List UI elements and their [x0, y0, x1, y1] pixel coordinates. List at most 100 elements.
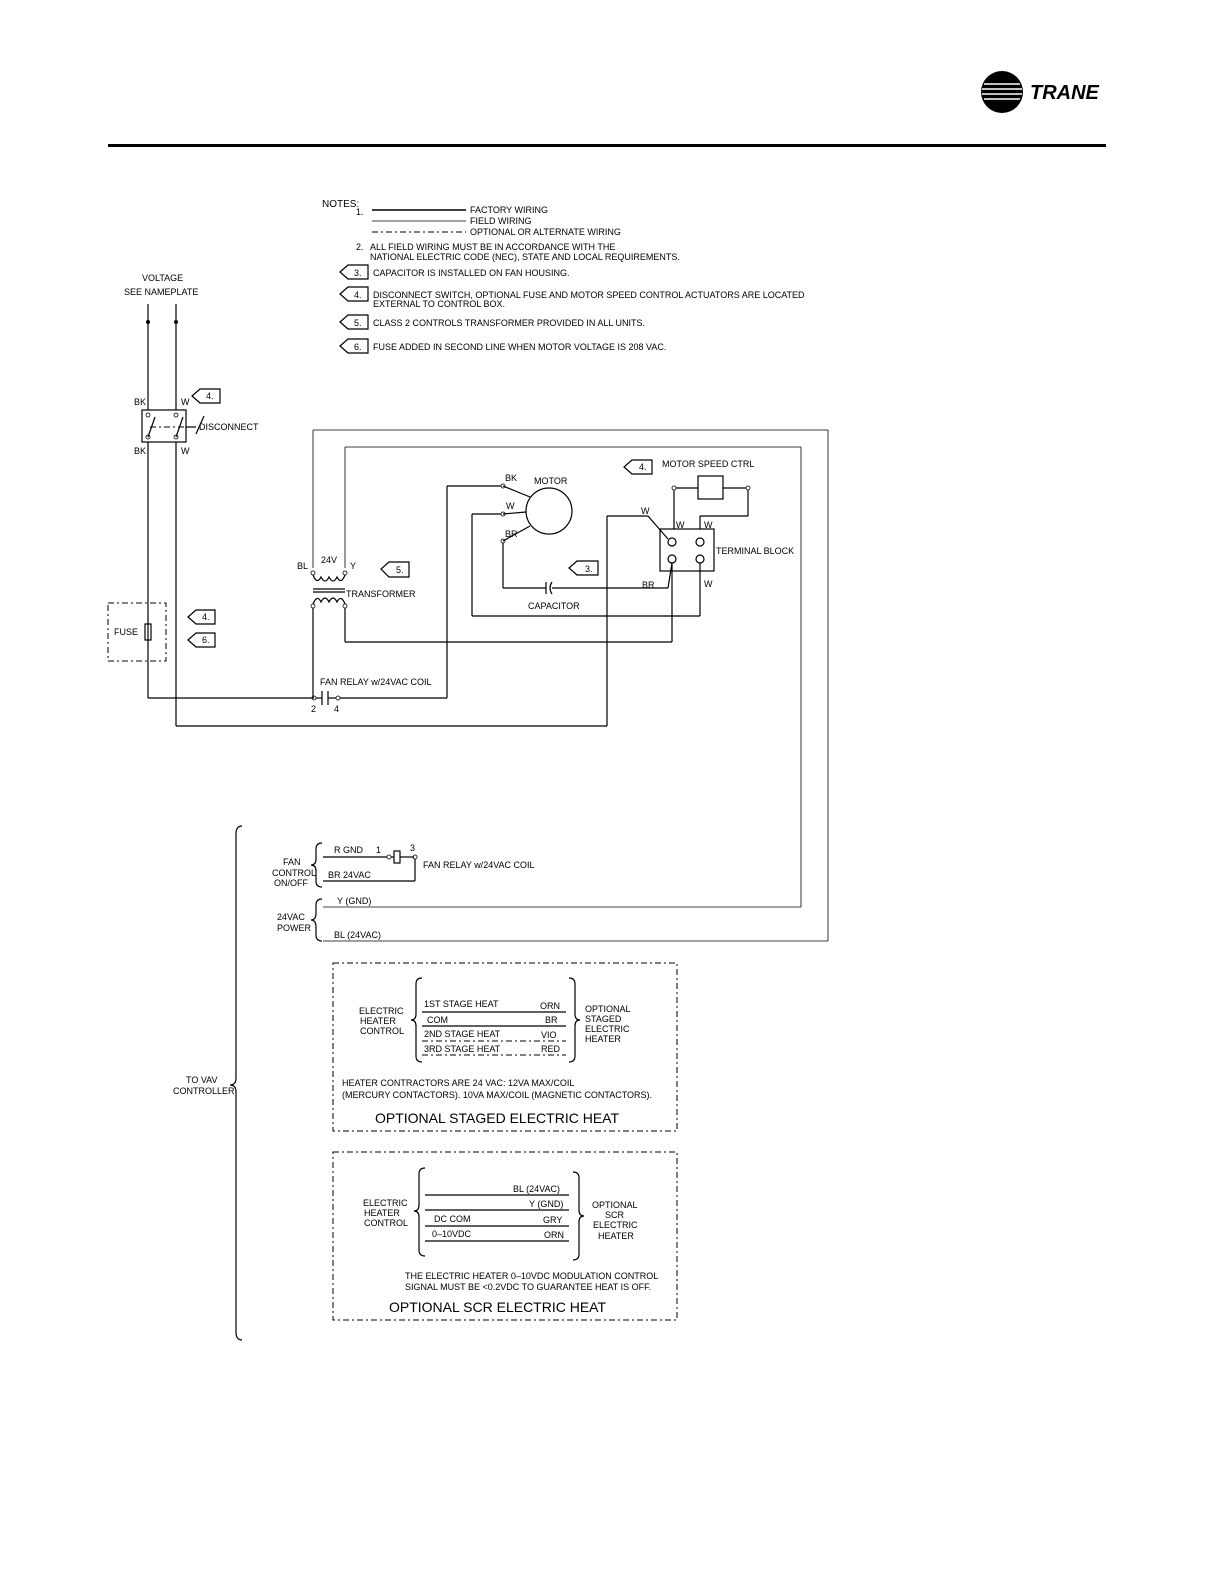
scr-note-1: THE ELECTRIC HEATER 0–10VDC MODULATION C…	[405, 1271, 658, 1281]
staged-row-2-name: COM	[427, 1015, 448, 1025]
voltage-label: VOLTAGE	[142, 273, 183, 283]
vav-label-2: CONTROLLER	[173, 1086, 235, 1096]
line-bk-bottom: BK	[134, 446, 146, 456]
staged-row-3-color: VIO	[541, 1030, 557, 1040]
note-6-tag-shape	[339, 338, 369, 354]
fan-relay-pin-2: 2	[311, 704, 316, 714]
staged-right-3: ELECTRIC	[585, 1024, 630, 1034]
power-supply: VOLTAGE SEE NAMEPLATE BK W DISCONNECT 4.…	[107, 273, 607, 727]
transformer: BL 24V Y TRANSFORMER 5.	[297, 555, 672, 643]
optional-fuse-box	[107, 602, 167, 662]
note-4-tag-shape	[339, 286, 369, 302]
tb-w-3: W	[704, 520, 713, 530]
staged-note-1: HEATER CONTRACTORS ARE 24 VAC: 12VA MAX/…	[342, 1078, 574, 1088]
relay-coil	[393, 850, 401, 864]
fan-relay-contact: FAN RELAY w/24VAC COIL 2 4	[311, 608, 447, 714]
scr-row-2-color: Y (GND)	[529, 1199, 563, 1209]
power-brace	[310, 898, 323, 942]
header-rule	[108, 144, 1106, 147]
transformer-tag-shape	[380, 561, 410, 578]
speed-ctrl-tag-shape	[623, 459, 653, 475]
scr-right-4: HEATER	[598, 1231, 634, 1241]
note-6-tag: 6.	[354, 342, 362, 352]
speed-ctrl-box	[697, 475, 724, 500]
capacitor-label: CAPACITOR	[528, 601, 580, 611]
note-5-tag-shape	[339, 314, 369, 330]
fuse-tag-b: 6.	[202, 635, 210, 645]
scr-row-4-name: 0–10VDC	[432, 1229, 472, 1239]
motor-symbol	[525, 487, 573, 535]
speed-ctrl-label: MOTOR SPEED CTRL	[662, 459, 754, 469]
staged-row-4-color: RED	[541, 1044, 561, 1054]
disconnect-tag: 4.	[206, 391, 214, 401]
note-3: CAPACITOR IS INSTALLED ON FAN HOUSING.	[373, 268, 570, 278]
disconnect-tag-shape	[191, 388, 221, 404]
fuse-label: FUSE	[114, 627, 138, 637]
scr-right-2: SCR	[605, 1210, 625, 1220]
terminal-block	[659, 528, 715, 572]
scr-left-1: ELECTRIC	[363, 1198, 408, 1208]
fuse-tag-b-shape	[187, 632, 216, 648]
staged-row-2-color: BR	[545, 1015, 558, 1025]
legend-field: FIELD WIRING	[470, 216, 532, 226]
note-6: FUSE ADDED IN SECOND LINE WHEN MOTOR VOL…	[373, 342, 666, 352]
scr-right-3: ELECTRIC	[593, 1220, 638, 1230]
scr-note-2: SIGNAL MUST BE <0.2VDC TO GUARANTEE HEAT…	[405, 1282, 651, 1292]
scr-left-3: CONTROL	[364, 1218, 408, 1228]
vav-brace	[229, 825, 243, 1341]
br-24vac-label: BR 24VAC	[328, 870, 371, 880]
bl-24vac-label: BL (24VAC)	[334, 930, 381, 940]
speed-control: 4. MOTOR SPEED CTRL TERMINAL BLOCK W W W…	[606, 459, 794, 726]
staged-note-2: (MERCURY CONTACTORS). 10VA MAX/COIL (MAG…	[342, 1090, 652, 1100]
vav-label-1: TO VAV	[186, 1075, 218, 1085]
note-2-line2: NATIONAL ELECTRIC CODE (NEC), STATE AND …	[370, 252, 680, 262]
scr-heat-panel: ELECTRIC HEATER CONTROL BL (24VAC) Y (GN…	[332, 1151, 678, 1321]
note-4-line2: EXTERNAL TO CONTROL BOX.	[373, 299, 505, 309]
motor-label: MOTOR	[534, 476, 568, 486]
transformer-y: Y	[350, 561, 356, 571]
scr-row-3-color: GRY	[543, 1215, 562, 1225]
notes-block: NOTES: 1. FACTORY WIRING FIELD WIRING OP…	[322, 199, 805, 354]
notes-heading: NOTES:	[322, 199, 359, 210]
staged-row-3-name: 2ND STAGE HEAT	[424, 1029, 501, 1039]
staged-row-4-name: 3RD STAGE HEAT	[424, 1044, 501, 1054]
motor-w: W	[506, 501, 515, 511]
power-label-1: 24VAC	[277, 912, 305, 922]
line-w-bottom: W	[181, 446, 190, 456]
scr-row-4-color: ORN	[544, 1230, 564, 1240]
scr-right-1: OPTIONAL	[592, 1200, 638, 1210]
staged-left-3: CONTROL	[360, 1026, 404, 1036]
fuse-tag-a-shape	[187, 609, 216, 625]
staged-heat-title: OPTIONAL STAGED ELECTRIC HEAT	[375, 1110, 619, 1126]
transformer-tag: 5.	[396, 565, 404, 575]
scr-heat-border	[332, 1151, 678, 1321]
fan-relay-pin-4: 4	[334, 704, 339, 714]
nameplate-label: SEE NAMEPLATE	[124, 287, 198, 297]
fan-control-3: ON/OFF	[274, 878, 308, 888]
vav-controller-section: TO VAV CONTROLLER FAN CONTROL ON/OFF R G…	[173, 825, 828, 1341]
fan-control-brace	[310, 842, 323, 888]
trane-logo: TRANE	[981, 71, 1100, 113]
note-4-line1: DISCONNECT SWITCH, OPTIONAL FUSE AND MOT…	[373, 290, 805, 300]
tb-w-1: W	[641, 506, 650, 516]
staged-left-1: ELECTRIC	[359, 1006, 404, 1016]
note-5: CLASS 2 CONTROLS TRANSFORMER PROVIDED IN…	[373, 318, 645, 328]
r-gnd-label: R GND	[334, 845, 364, 855]
fan-control-1: FAN	[283, 857, 301, 867]
staged-row-1-name: 1ST STAGE HEAT	[424, 999, 499, 1009]
note-1-number: 1.	[356, 207, 364, 217]
coil-pin-3: 3	[410, 843, 415, 853]
staged-right-4: HEATER	[585, 1034, 621, 1044]
staged-left-2: HEATER	[360, 1016, 396, 1026]
transformer-24v: 24V	[321, 555, 337, 565]
staged-heat-border	[332, 962, 678, 1132]
fan-control-2: CONTROL	[272, 868, 316, 878]
line-bk-top: BK	[134, 397, 146, 407]
motor-br: BR	[505, 529, 518, 539]
note-4-tag: 4.	[354, 290, 362, 300]
scr-heat-title: OPTIONAL SCR ELECTRIC HEAT	[389, 1299, 606, 1315]
fuse-element	[144, 623, 152, 641]
staged-row-1-color: ORN	[540, 1001, 560, 1011]
